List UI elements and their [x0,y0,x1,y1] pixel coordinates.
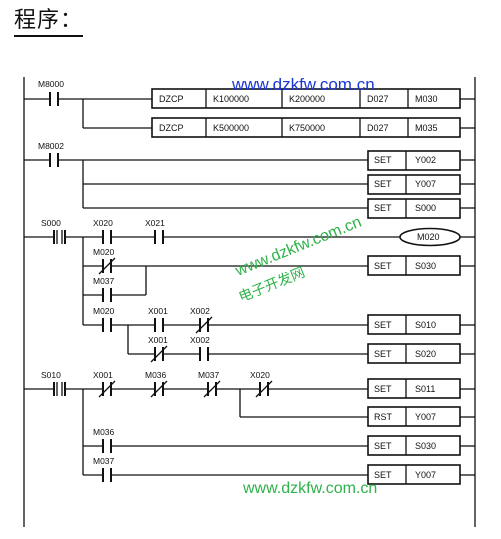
set-s011-op: SET [374,384,392,394]
rst-y007-op: RST [374,412,393,422]
zcp1-k2: K200000 [289,94,325,104]
contact-m036-nc-label: M036 [145,370,167,380]
set-s000-dev: S000 [415,203,436,213]
set-s030-b-op: SET [374,441,392,451]
contact-x001-s010-label: X001 [93,370,113,380]
zcp2-op: DZCP [159,123,184,133]
rung-m8002 [24,150,475,219]
zcp1-k1: K100000 [213,94,249,104]
set-s030-dev: S030 [415,261,436,271]
contact-m037-no-label: M037 [93,456,115,466]
set-s020-op: SET [374,349,392,359]
step-s000-label: S000 [41,218,61,228]
set-s000-op: SET [374,203,392,213]
contact-m8000-label: M8000 [38,79,64,89]
zcp1-op: DZCP [159,94,184,104]
zcp1-dst: M030 [415,94,438,104]
watermark-url-bottom: www.dzkfw.com.cn [242,480,377,497]
set-y002-dev: Y002 [415,155,436,165]
set-y007-op: SET [374,179,392,189]
contact-m8002-label: M8002 [38,141,64,151]
set-s010-dev: S010 [415,320,436,330]
coil-m020-label: M020 [417,232,440,242]
contact-x021-label: X021 [145,218,165,228]
contact-x020-nc-label: X020 [250,370,270,380]
contact-m020-no-label: M020 [93,306,115,316]
contact-x001-label: X001 [148,306,168,316]
set-s011-dev: S011 [415,384,435,394]
zcp2-src: D027 [367,123,389,133]
contact-x020-label: X020 [93,218,113,228]
set-y007-b-dev: Y007 [415,470,436,480]
rung-s010 [24,378,475,485]
contact-m037-nc-label: M037 [198,370,220,380]
contact-x002-label: X002 [190,306,210,316]
watermark-url-top: www.dzkfw.com.cn [231,75,375,94]
set-s030-b-dev: S030 [415,441,436,451]
rst-y007-dev: Y007 [415,412,436,422]
zcp2-dst: M035 [415,123,438,133]
contact-m037-label: M037 [93,276,115,286]
step-s010-label: S010 [41,370,61,380]
set-s020-dev: S020 [415,349,436,359]
set-y007-dev: Y007 [415,179,436,189]
zcp2-k2: K750000 [289,123,325,133]
program-heading: 程序： [14,8,84,37]
zcp2-k1: K500000 [213,123,249,133]
rung-s000 [24,227,475,364]
contact-m020-nc-label: M020 [93,247,115,257]
rung-m8000 [24,88,475,138]
set-s030-op: SET [374,261,392,271]
set-y002-op: SET [374,155,392,165]
contact-m036-no-label: M036 [93,427,115,437]
set-y007-b-op: SET [374,470,392,480]
contact-x002-no-label: X002 [190,335,210,345]
set-s010-op: SET [374,320,392,330]
contact-x001-nc-label: X001 [148,335,168,345]
zcp1-src: D027 [367,94,389,104]
